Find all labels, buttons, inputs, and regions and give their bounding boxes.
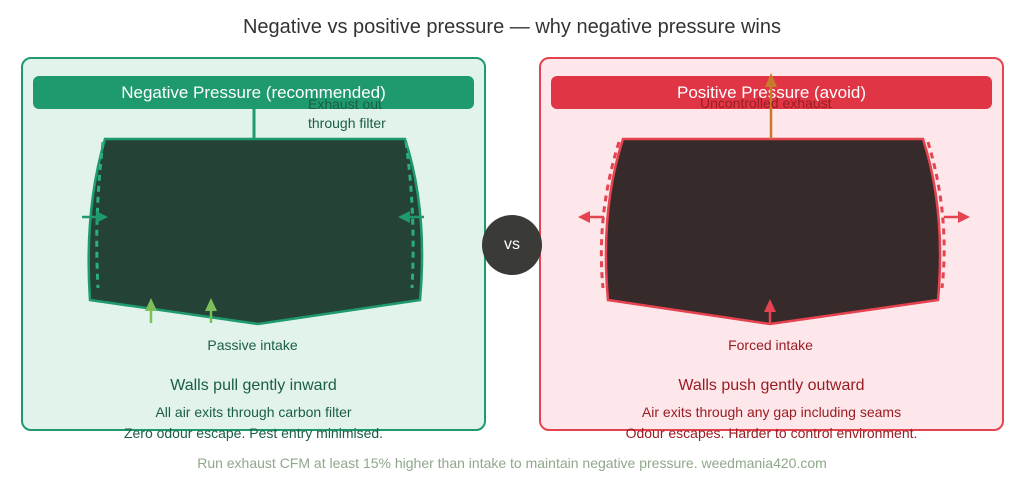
positive-summary-line-2: Odour escapes. Harder to control environ…: [625, 425, 918, 441]
vs-badge: vs: [482, 215, 542, 275]
negative-summary-heading: Walls pull gently inward: [170, 377, 337, 394]
negative-summary-line-2: Zero odour escape. Pest entry minimised.: [123, 425, 384, 441]
negative-exhaust-label-line2: through filter: [308, 115, 386, 131]
negative-intake-label: Passive intake: [207, 337, 298, 353]
negative-exhaust-label-line1: Exhaust out: [308, 96, 382, 112]
positive-pressure-panel: Positive Pressure (avoid): [539, 57, 1004, 431]
positive-intake-label: Forced intake: [728, 337, 813, 353]
negative-summary-line-1: All air exits through carbon filter: [155, 404, 352, 420]
positive-summary: Walls push gently outward Air exits thro…: [539, 377, 1004, 444]
positive-summary-line-1: Air exits through any gap including seam…: [641, 404, 902, 420]
negative-panel-header: Negative Pressure (recommended): [33, 76, 474, 109]
negative-exhaust-label: Exhaust out through filter: [308, 95, 418, 133]
negative-summary: Walls pull gently inward All air exits t…: [21, 377, 486, 444]
footer-note: Run exhaust CFM at least 15% higher than…: [197, 455, 827, 471]
positive-summary-heading: Walls push gently outward: [678, 377, 865, 394]
positive-exhaust-label: Uncontrolled exhaust: [700, 95, 832, 111]
page-title: Negative vs positive pressure — why nega…: [242, 16, 782, 38]
